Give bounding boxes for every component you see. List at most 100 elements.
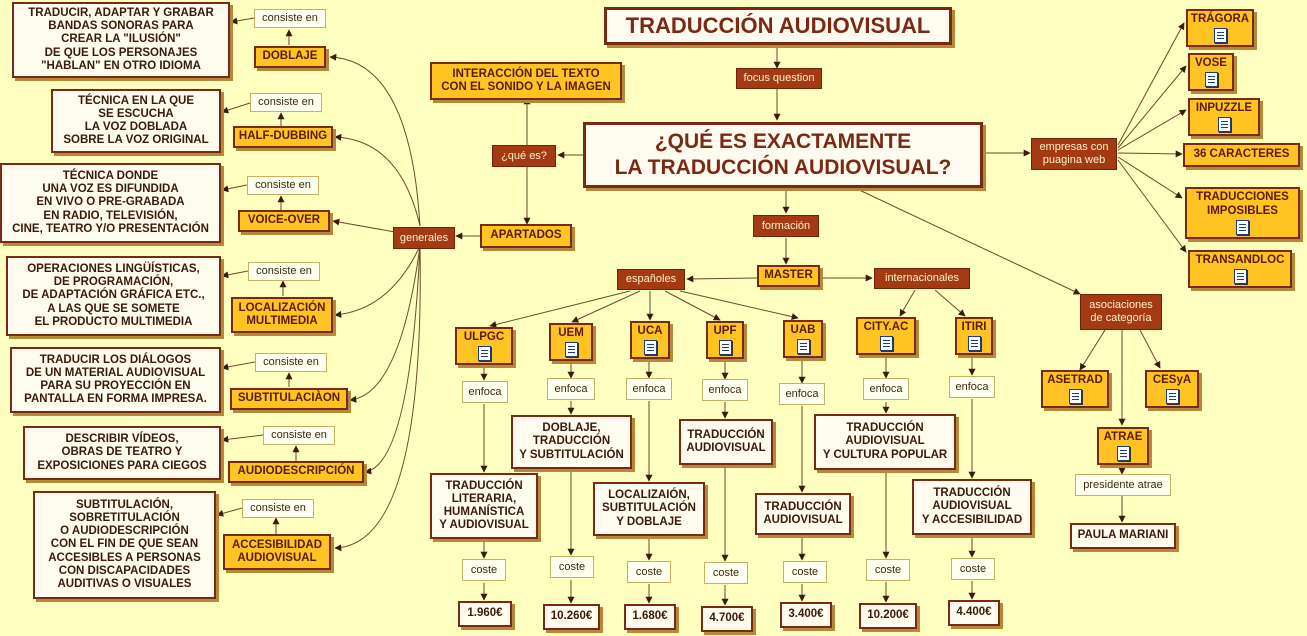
consiste-en-label: consiste en (255, 353, 327, 372)
consiste-en-label: consiste en (254, 9, 326, 28)
focus-uab: TRADUCCIÓN AUDIOVISUAL (755, 493, 851, 535)
document-icon[interactable] (1068, 389, 1082, 405)
focus-ulpgc: TRADUCCIÓN LITERARIA, HUMANÍSTICA Y AUDI… (430, 473, 538, 539)
document-icon[interactable] (1213, 28, 1227, 44)
document-icon[interactable] (643, 340, 657, 356)
cost-itiri: 4.400€ (948, 600, 1000, 626)
asociacion-name: CESyA (1152, 373, 1192, 386)
university-uem[interactable]: UEM (549, 323, 593, 361)
definition-localizacion: OPERACIONES LINGÜÍSTICAS, DE PROGRAMACIÓ… (6, 256, 221, 336)
asociacion-atrae[interactable]: ATRAE (1097, 427, 1149, 465)
empresa-name: VOSE (1195, 56, 1227, 69)
enfoca-label: enfoca (863, 378, 909, 400)
document-icon[interactable] (796, 339, 810, 355)
empresa-transandloc[interactable]: TRANSANDLOC (1188, 250, 1292, 288)
apartado-voice-over: VOICE-OVER (238, 210, 330, 232)
definition-accesibilidad: SUBTITULACIÓN, SOBRETITULACIÓN O AUDIODE… (33, 491, 216, 599)
focus-uem: DOBLAJE, TRADUCCIÓN Y SUBTITULACIÓN (511, 415, 632, 469)
empresas-label: empresas con puagina web (1031, 138, 1117, 170)
coste-label: coste (866, 559, 910, 581)
coste-label: coste (951, 558, 995, 580)
enfoca-label: enfoca (547, 378, 595, 400)
document-icon[interactable] (564, 342, 578, 358)
university-name: ULPGC (463, 330, 505, 343)
presidente-node: PAULA MARIANI (1070, 523, 1176, 549)
asociacion-asetrad[interactable]: ASETRAD (1041, 370, 1109, 408)
enfoca-label: enfoca (462, 381, 508, 403)
enfoca-label: enfoca (949, 376, 995, 398)
university-uca[interactable]: UCA (630, 321, 670, 359)
apartados-node: APARTADOS (480, 224, 572, 248)
document-icon[interactable] (477, 346, 491, 362)
empresa-36-caracteres[interactable]: 36 CARACTERES (1183, 143, 1300, 167)
apartado-accesibilidad: ACCESIBILIDAD AUDIOVISUAL (223, 534, 331, 570)
empresa-inpuzzle[interactable]: INPUZZLE (1188, 98, 1260, 136)
empresa-traducciones-imposibles[interactable]: TRADUCCIONES IMPOSIBLES (1185, 187, 1300, 239)
university-itiri[interactable]: ITIRI (955, 317, 993, 355)
document-icon[interactable] (1233, 269, 1247, 285)
cost-ulpgc: 1.960€ (458, 601, 512, 627)
definition-half-dubbing: TÉCNICA EN LA QUE SE ESCUCHA LA VOZ DOBL… (51, 89, 221, 153)
focus-itiri: TRADUCCIÓN AUDIOVISUAL Y ACCESIBILIDAD (912, 479, 1032, 535)
coste-label: coste (550, 556, 594, 578)
asociacion-cesya[interactable]: CESyA (1145, 370, 1199, 408)
focus-upf: TRADUCCIÓN AUDIOVISUAL (679, 419, 773, 465)
enfoca-label: enfoca (779, 383, 825, 405)
university-name: CITY.AC (863, 320, 909, 333)
university-uab[interactable]: UAB (783, 320, 823, 358)
focus-question-label: focus question (736, 68, 822, 89)
coste-label: coste (462, 559, 506, 581)
cost-upf: 4.700€ (701, 606, 753, 632)
document-icon[interactable] (718, 340, 732, 356)
generales-label: generales (393, 227, 455, 249)
document-icon[interactable] (1236, 219, 1249, 235)
university-name: UCA (637, 324, 663, 337)
empresa-tragora[interactable]: TRÁGORA (1186, 9, 1254, 47)
cost-uem: 10.260€ (543, 604, 600, 630)
empresa-vose[interactable]: VOSE (1188, 53, 1234, 91)
consiste-en-label: consiste en (242, 499, 314, 518)
coste-label: coste (783, 561, 827, 583)
document-icon[interactable] (879, 336, 893, 352)
document-icon[interactable] (1217, 117, 1231, 133)
university-name: ITIRI (961, 320, 987, 333)
asociacion-name: ASETRAD (1047, 373, 1103, 386)
formacion-label: formación (753, 215, 819, 237)
apartado-audiodescripcion: AUDIODESCRIPCIÓN (228, 461, 364, 483)
definition-voice-over: TÉCNICA DONDE UNA VOZ ES DIFUNDIDA EN VI… (0, 163, 221, 243)
apartado-half-dubbing: HALF-DUBBING (233, 126, 333, 148)
focus-uca: LOCALIZAIÓN, SUBTITULACIÓN Y DOBLAJE (593, 482, 705, 536)
document-icon[interactable] (1204, 72, 1218, 88)
cost-uab: 3.400€ (780, 602, 832, 628)
main-question: ¿QUÉ ES EXACTAMENTE LA TRADUCCIÓN AUDIOV… (583, 122, 983, 188)
apartado-doblaje: DOBLAJE (254, 46, 326, 68)
coste-label: coste (627, 561, 671, 583)
consiste-en-label: consiste en (247, 176, 319, 195)
que-es-label: ¿qué es? (492, 145, 556, 167)
document-icon[interactable] (967, 336, 981, 352)
document-icon[interactable] (1165, 389, 1179, 405)
map-title: TRADUCCIÓN AUDIOVISUAL (604, 7, 952, 45)
university-upf[interactable]: UPF (706, 321, 744, 359)
university-city-ac[interactable]: CITY.AC (856, 317, 916, 355)
apartado-subtitulacion: SUBTITULACIÀON (230, 388, 348, 410)
university-ulpgc[interactable]: ULPGC (455, 327, 513, 365)
empresa-name: INPUZZLE (1195, 101, 1253, 114)
document-icon[interactable] (1116, 446, 1130, 462)
espanoles-label: españoles (617, 269, 685, 290)
empresa-name: TRADUCCIONES IMPOSIBLES (1196, 191, 1289, 217)
apartado-localizacion: LOCALIZACIÓN MULTIMEDIA (231, 297, 333, 333)
empresa-name: TRÁGORA (1190, 12, 1250, 25)
asociaciones-label: asociaciones de categoría (1080, 294, 1162, 330)
presidente-label: presidente atrae (1075, 474, 1171, 496)
empresa-name: 36 CARACTERES (1193, 148, 1290, 161)
definition-doblaje: TRADUCIR, ADAPTAR Y GRABAR BANDAS SONORA… (12, 2, 230, 78)
internacionales-label: internacionales (874, 268, 970, 289)
definition-audiodescripcion: DESCRIBIR VÍDEOS, OBRAS DE TEATRO Y EXPO… (23, 426, 221, 480)
focus-city-ac: TRADUCCIÓN AUDIOVISUAL Y CULTURA POPULAR (814, 414, 956, 470)
enfoca-label: enfoca (626, 378, 672, 400)
enfoca-label: enfoca (702, 379, 748, 401)
university-name: UPF (713, 324, 737, 337)
consiste-en-label: consiste en (250, 93, 322, 112)
